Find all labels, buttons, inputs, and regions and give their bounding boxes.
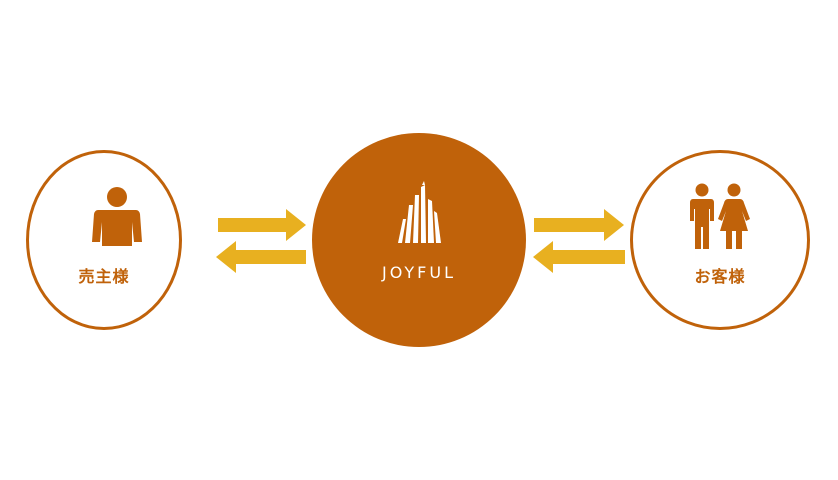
arrow-left-icon xyxy=(533,241,625,273)
customer-node: お客様 xyxy=(630,150,810,330)
couple-icon xyxy=(690,183,750,249)
arrow-right-icon xyxy=(534,209,624,241)
arrow-left-icon xyxy=(216,241,306,273)
joyful-node: JOYFUL xyxy=(312,133,526,347)
customer-label: お客様 xyxy=(694,267,746,286)
seller-label: 売主様 xyxy=(78,267,130,286)
seller-node: 売主様 xyxy=(26,150,182,330)
building-logo-icon xyxy=(398,181,441,243)
arrow-right-icon xyxy=(218,209,306,241)
person-icon xyxy=(92,187,142,246)
joyful-brand-label: JOYFUL xyxy=(381,263,457,282)
